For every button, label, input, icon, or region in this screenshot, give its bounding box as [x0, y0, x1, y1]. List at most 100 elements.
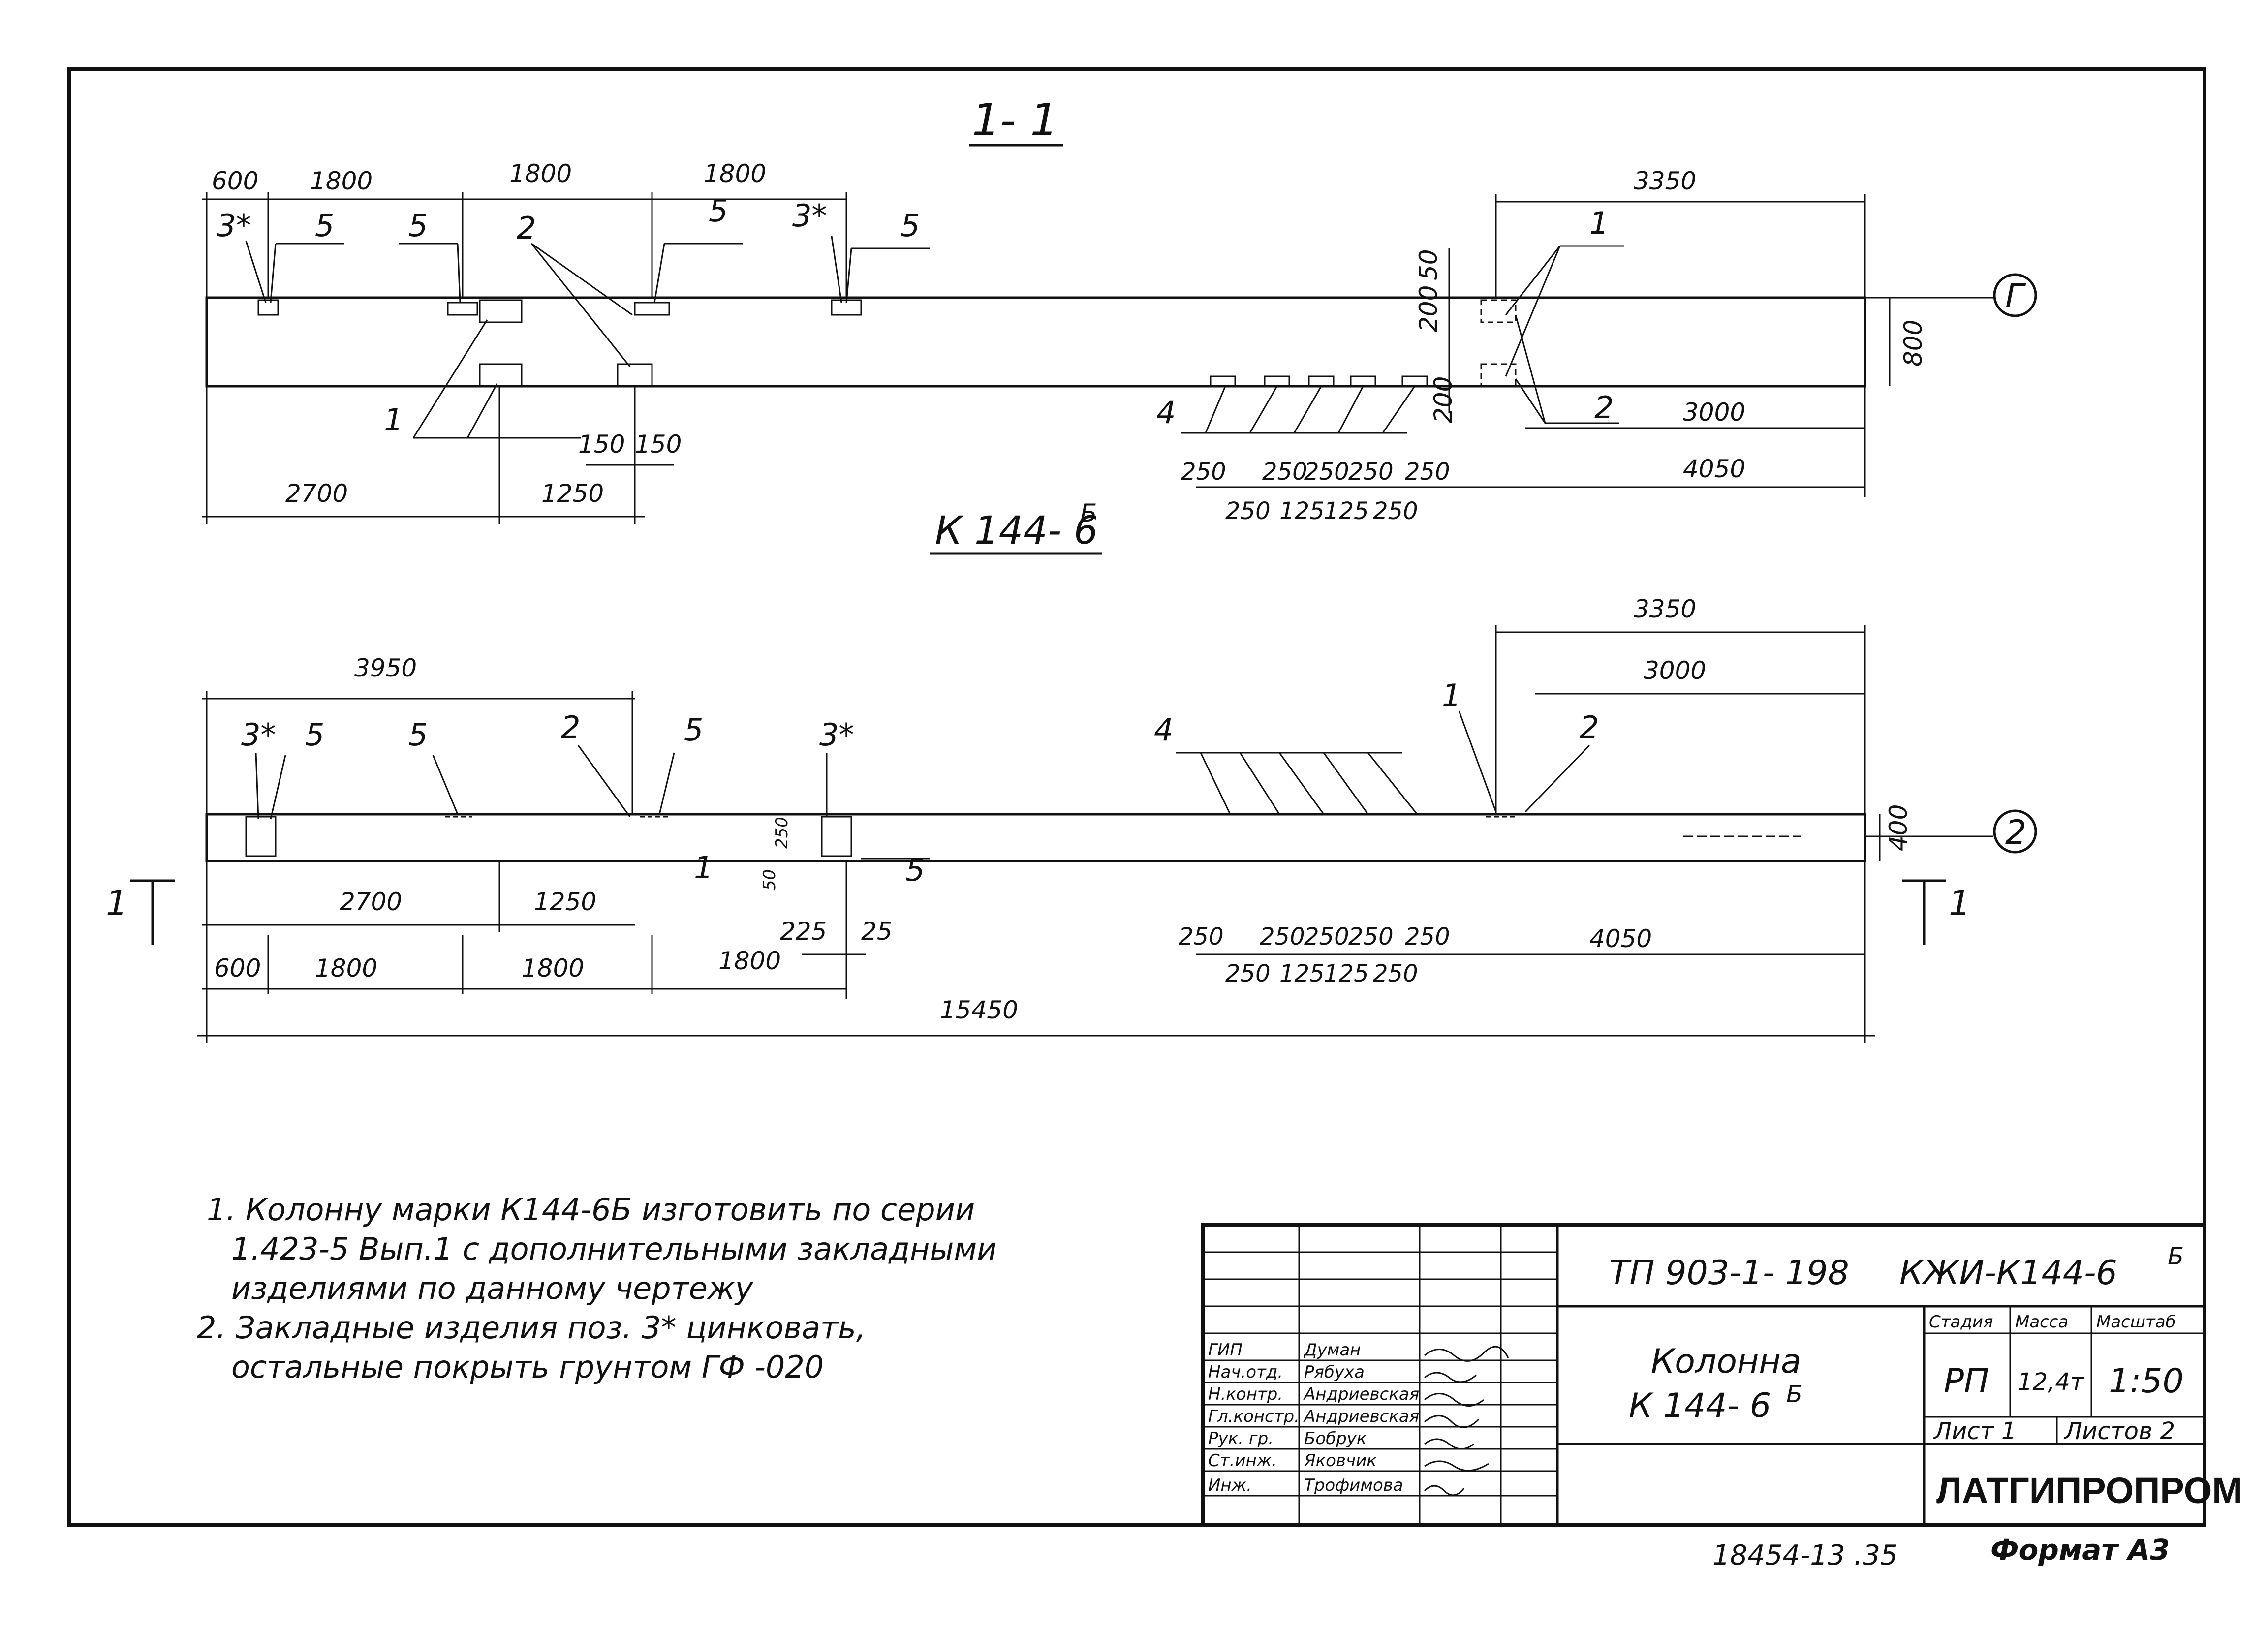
bottom-embed-3a	[245, 816, 277, 857]
bottom-dim-4050: 4050	[1589, 924, 1652, 953]
tb-role-0: ГИП	[1208, 1340, 1243, 1360]
tb-doc-code-sup: Б	[2168, 1243, 2184, 1270]
tb-stage: РП	[1944, 1362, 1989, 1401]
tb-name-3: Андриевская	[1303, 1407, 1419, 1426]
top-hidden-2	[1480, 363, 1517, 387]
bottom-leader-5a	[270, 755, 286, 820]
tb-name-4: Бобрук	[1304, 1429, 1367, 1448]
top-label-5a: 5	[315, 208, 334, 244]
top-label-5b: 5	[408, 208, 428, 244]
bottom-label-2-right: 2	[1580, 709, 1599, 745]
bottom-dim-s5: 250	[1405, 923, 1450, 951]
top-label-5c: 5	[709, 193, 728, 229]
top-embed-4e	[1401, 375, 1428, 387]
tb-col-scale: Масштаб	[2096, 1312, 2176, 1332]
tb-sheets: Листов 2	[2063, 1417, 2175, 1445]
title-block: ГИП Нач.отд. Н.контр. Гл.констр. Рук. гр…	[1201, 1223, 2242, 1527]
top-leader-1l-c	[466, 383, 498, 438]
tb-name-2: Андриевская	[1303, 1384, 1419, 1404]
bottom-dim-3350: 3350	[1634, 595, 1696, 623]
note-line-2: 1.423-5 Вып.1 с дополнительными закладны…	[231, 1231, 997, 1267]
bottom-label-3b: 3*	[819, 717, 854, 753]
top-column-body	[205, 296, 1866, 388]
bottom-dim-1800a: 1800	[315, 954, 377, 983]
top-axis-label: Г	[2005, 277, 2026, 316]
top-dim-3000: 3000	[1683, 398, 1745, 427]
bottom-dim-1800b: 1800	[522, 954, 584, 983]
bottom-view: 3950 3350 3000 2700 1250 225 25 250 50 4…	[106, 595, 2037, 1043]
bottom-axis-label: 2	[2005, 813, 2026, 852]
top-dim-200b: 200	[1429, 376, 1458, 423]
top-dim-1800c: 1800	[704, 159, 766, 188]
sheet-frame	[67, 67, 2206, 1527]
top-dim-s3: 250	[1304, 458, 1349, 486]
bottom-dim-t4: 250	[1373, 960, 1418, 987]
bottom-dim-vert-250: 250	[772, 817, 792, 849]
bottom-label-5a: 5	[305, 717, 324, 753]
top-dim-t3: 125	[1324, 497, 1369, 525]
top-leader-1r-c	[1505, 246, 1561, 377]
top-dim-200a: 200	[1414, 285, 1443, 332]
bottom-embed-3b	[821, 816, 852, 857]
tb-organization: ЛАТГИПРОПРОМ	[1936, 1470, 2242, 1511]
bottom-dim-s2: 250	[1260, 923, 1305, 951]
mark-title: К 144- 6	[935, 509, 1098, 553]
bottom-dim-15450: 15450	[940, 996, 1018, 1024]
bottom-dim-s3: 250	[1304, 923, 1349, 951]
top-dim-800: 800	[1899, 320, 1927, 367]
top-leader-4e	[1382, 386, 1416, 433]
bottom-dim-s4: 250	[1348, 923, 1394, 951]
bottom-leader-1r	[1458, 710, 1497, 812]
top-leader-5b-b	[457, 243, 461, 303]
top-leader-5c-b	[653, 243, 665, 303]
bottom-dim-1800c: 1800	[718, 947, 781, 975]
mark-title-sup: Б	[1080, 499, 1097, 527]
section-mark-right: 1	[1949, 883, 1971, 923]
bottom-leader-2	[577, 745, 631, 817]
top-dim-1800b: 1800	[509, 159, 572, 188]
tb-role-3: Гл.констр.	[1208, 1407, 1300, 1426]
tb-name-6: Трофимова	[1304, 1475, 1403, 1495]
tb-signatures	[1424, 1346, 1509, 1496]
top-leader-2r-b	[1515, 314, 1546, 424]
tb-outer	[1201, 1223, 2206, 1527]
top-embed-4a	[1210, 375, 1236, 387]
note-line-1: 1. Колонну марки К144-6Б изготовить по с…	[207, 1192, 975, 1228]
tb-role-2: Н.контр.	[1208, 1384, 1283, 1404]
top-embed-5a	[447, 302, 478, 316]
tb-role-5: Ст.инж.	[1208, 1451, 1277, 1471]
format-label: Формат А3	[1990, 1533, 2170, 1567]
top-label-5d: 5	[901, 208, 920, 244]
tb-name-line1: Колонна	[1651, 1342, 1802, 1381]
bottom-leader-5c	[658, 752, 675, 815]
top-dim-1800a: 1800	[310, 167, 373, 195]
top-dim-2700: 2700	[285, 479, 348, 508]
top-dim-t1: 250	[1225, 497, 1271, 525]
tb-col-mass: Масса	[2015, 1312, 2068, 1332]
tb-col-stage: Стадия	[1929, 1312, 1993, 1332]
top-leader-1l-a	[412, 319, 488, 438]
bottom-leader-4c	[1278, 752, 1325, 815]
bottom-label-5c: 5	[684, 712, 703, 748]
top-dim-4050: 4050	[1683, 455, 1745, 483]
bottom-label-5d: 5	[905, 852, 925, 888]
top-leader-2a	[531, 243, 633, 316]
top-dim-s1: 250	[1181, 458, 1226, 486]
top-dim-s4: 250	[1348, 458, 1394, 486]
bottom-leader-3a	[255, 752, 259, 820]
top-view: 600 1800 1800 1800 3350 800 50 200 200 Г…	[202, 159, 2037, 525]
bottom-label-1: 1	[694, 850, 713, 886]
bottom-dim-s1: 250	[1179, 923, 1224, 951]
top-leader-4c	[1293, 386, 1322, 433]
bottom-dim-25: 25	[861, 917, 893, 946]
top-label-2: 2	[517, 210, 536, 246]
tb-name-0: Думан	[1303, 1340, 1361, 1360]
top-label-4: 4	[1156, 395, 1176, 430]
bottom-leader-5b	[432, 755, 459, 815]
bottom-dim-t2: 125	[1279, 960, 1325, 987]
top-dim-t4: 250	[1373, 497, 1418, 525]
bottom-dim-3000: 3000	[1644, 656, 1706, 685]
top-leader-5d-b	[845, 248, 852, 303]
top-axis-circle	[1993, 273, 2037, 317]
bottom-column-body	[205, 813, 1866, 862]
